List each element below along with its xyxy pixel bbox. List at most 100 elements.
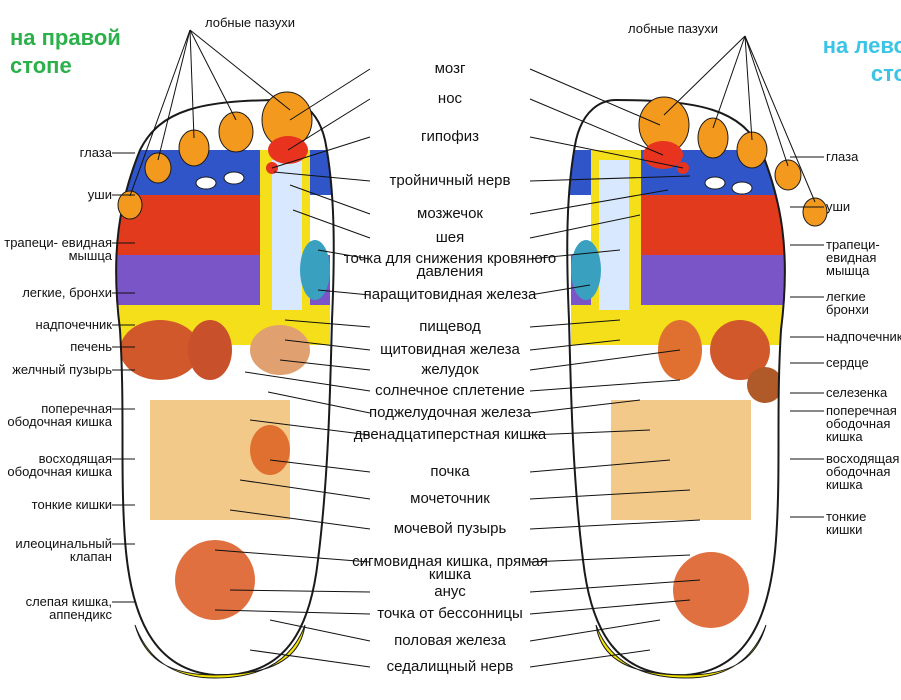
leader-line <box>744 35 789 167</box>
center-label: мозг <box>434 60 466 77</box>
left-side-label: глаза <box>79 145 112 160</box>
leader-line <box>744 35 816 203</box>
leader-line <box>284 319 371 328</box>
leader-line <box>289 68 371 121</box>
right-side-label: легкие бронхи <box>826 289 869 317</box>
right-toes <box>117 91 313 220</box>
leader-line <box>292 209 371 239</box>
center-label: мочевой пузырь <box>393 520 507 537</box>
leader-line <box>269 459 371 473</box>
leader-line <box>317 249 371 260</box>
left-side-label: слепая кишка, аппендикс <box>25 594 112 622</box>
leader-line <box>663 35 746 116</box>
leader-line <box>529 579 701 593</box>
leader-line <box>529 349 681 371</box>
center-label: точка от бессонницы <box>377 605 523 622</box>
leader-line <box>239 479 371 500</box>
leader-line <box>279 359 371 371</box>
leader-line <box>712 35 746 129</box>
right-side-label: глаза <box>826 149 859 164</box>
leader-line <box>744 35 753 141</box>
left-side-label: поперечная ободочная кишка <box>7 401 112 429</box>
left-side-label: уши <box>87 187 112 202</box>
center-label: сигмовидная кишка, прямая кишка <box>352 553 548 583</box>
leader-line <box>529 249 621 260</box>
leader-line <box>529 399 641 414</box>
center-label: двенадцатиперстная кишка <box>353 426 547 443</box>
leader-line <box>284 339 371 351</box>
leader-line <box>229 589 371 593</box>
left-side-label: восходящая ободочная кишка <box>7 451 112 479</box>
leader-line <box>317 289 371 296</box>
leader-line <box>189 29 195 139</box>
title-left-line2: сто <box>870 61 901 86</box>
leader-line <box>529 519 701 530</box>
title-right-line2: стопе <box>10 53 72 78</box>
leader-line <box>529 136 684 169</box>
left-foot <box>566 96 828 679</box>
leader-line <box>529 649 651 668</box>
center-label: нос <box>437 90 463 107</box>
leader-line <box>287 98 371 151</box>
label-frontal-sinuses-right: лобные пазухи <box>205 15 295 30</box>
right-side-label: сердце <box>826 355 869 370</box>
leader-line <box>529 379 681 392</box>
center-label: солнечное сплетение <box>375 382 525 399</box>
center-label: пищевод <box>419 318 481 335</box>
leader-line <box>529 68 661 126</box>
left-side-label: надпочечник <box>35 317 112 332</box>
leader-line <box>529 554 691 563</box>
leader-line <box>189 29 237 121</box>
leader-line <box>529 319 621 328</box>
leader-line <box>529 284 591 296</box>
leader-line <box>269 619 371 642</box>
center-label: мозжечок <box>417 205 483 222</box>
title-left-foot: на лево сто <box>823 32 901 88</box>
title-right-foot: на правой стопе <box>10 24 121 80</box>
title-right-line1: на правой <box>10 25 121 50</box>
leader-lines <box>112 29 824 668</box>
right-side-label: надпочечник <box>826 329 901 344</box>
center-label: точка для снижения кровяного давления <box>343 250 557 280</box>
leader-line <box>157 29 191 161</box>
center-label: мочеточник <box>410 490 490 507</box>
leader-line <box>214 549 371 563</box>
leader-line <box>529 98 664 156</box>
leader-line <box>244 371 371 392</box>
left-side-label: легкие, бронхи <box>22 285 112 300</box>
leader-line <box>189 29 291 111</box>
center-label: седалищный нерв <box>386 658 514 675</box>
leader-line <box>273 171 371 182</box>
center-label: анус <box>434 583 466 600</box>
leader-line <box>271 136 371 169</box>
left-side-label: печень <box>70 339 112 354</box>
right-foot <box>115 91 335 679</box>
title-left-line1: на лево <box>822 33 901 58</box>
left-side-label: желчный пузырь <box>12 362 112 377</box>
right-side-label: тонкие кишки <box>826 509 867 537</box>
left-side-label: илеоцинальный клапан <box>15 536 112 564</box>
leader-line <box>267 391 371 414</box>
right-side-label: восходящая ободочная кишка <box>826 451 900 492</box>
center-label: шея <box>435 229 465 246</box>
center-label: щитовидная железа <box>380 341 520 358</box>
center-label: тройничный нерв <box>389 172 511 189</box>
leader-line <box>529 175 691 182</box>
left-side-label: трапеци- евидная мышца <box>4 235 112 263</box>
center-label: желудок <box>421 361 479 378</box>
left-toes <box>638 96 828 227</box>
leader-line <box>249 419 371 436</box>
leader-line <box>214 609 371 615</box>
leader-line <box>529 339 621 351</box>
center-label: гипофиз <box>421 128 479 145</box>
left-side-label: тонкие кишки <box>31 497 112 512</box>
leader-line <box>529 599 691 615</box>
leader-line <box>529 489 691 500</box>
right-side-label: уши <box>826 199 851 214</box>
leader-line <box>529 459 671 473</box>
leader-line <box>529 619 661 642</box>
leader-line <box>129 29 191 197</box>
right-side-label: селезенка <box>826 385 888 400</box>
